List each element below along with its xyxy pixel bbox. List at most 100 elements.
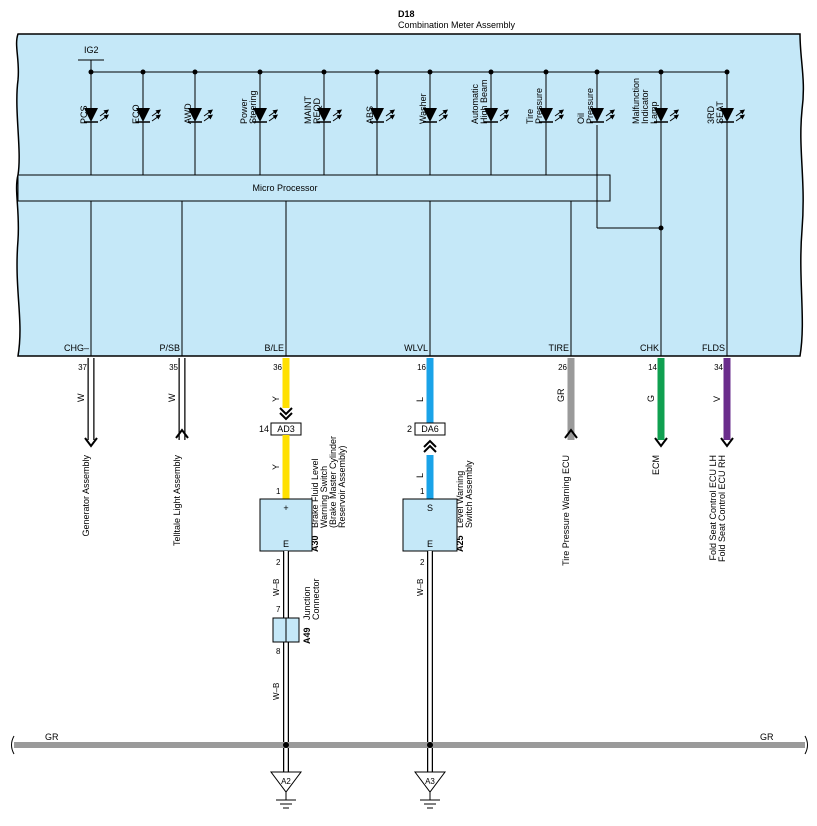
ground-point-a2: A2 (270, 771, 302, 809)
wire-wb-a25: W–B (416, 579, 425, 596)
a30-pin-out: 2 (276, 558, 281, 567)
meter-terminals: CHG– 37W Generator Assembly P/SB 35W Telltale… (64, 201, 734, 566)
wire-color: GR (556, 388, 566, 402)
ig2-label: IG2 (84, 45, 99, 55)
a30-pin-in: 1 (276, 487, 281, 496)
lamp-label: 3RD (706, 105, 716, 124)
destination-label: ECM (651, 455, 661, 475)
terminal-name: P/SB (159, 343, 180, 353)
a25-code: A25 (455, 535, 465, 552)
terminal-pin: 14 (648, 363, 657, 372)
ground-bus-label-left: GR (45, 732, 59, 742)
component-label: Brake Fluid Level (310, 458, 320, 528)
lamp-label: MAINT (303, 96, 313, 125)
terminal-name: CHG– (64, 343, 89, 353)
lamp-label: Pressure (585, 88, 595, 124)
lamp-label: ECO (131, 104, 141, 124)
component-label: Junction (302, 586, 312, 620)
terminal-name: WLVL (404, 343, 428, 353)
destination-label: Fold Seat Control ECU LH (708, 455, 718, 561)
terminal-name: TIRE (548, 343, 569, 353)
lamp-5: ABS (365, 69, 396, 175)
wire-color: G (646, 395, 656, 402)
wire-color: Y (271, 396, 281, 402)
wire-color: W (167, 393, 177, 402)
ground-a3-label: A3 (425, 777, 435, 786)
terminal-name: B/LE (264, 343, 284, 353)
destination-label: Tire Pressure Warning ECU (561, 455, 571, 566)
wire-color: V (712, 396, 722, 402)
terminal-pin: 16 (417, 363, 426, 372)
meter-name: Combination Meter Assembly (398, 20, 516, 30)
ad3-pin: 14 (259, 424, 269, 434)
lamp-label: Lamp (649, 101, 659, 124)
connector-ad3: AD3 14 (259, 407, 302, 436)
terminal-pin: 37 (78, 363, 87, 372)
ad3-label: AD3 (277, 424, 295, 434)
lamp-label: REQD (312, 97, 322, 124)
ground-a2-label: A2 (281, 777, 291, 786)
terminal-pin: 35 (169, 363, 178, 372)
lamp-6: Washer (418, 69, 449, 175)
a30-bottom: E (283, 539, 289, 549)
a25-pin-in: 1 (420, 487, 425, 496)
lamp-1: ECO (131, 69, 162, 175)
component-label: Level Warning (455, 471, 465, 528)
destination-label: Generator Assembly (81, 455, 91, 537)
lamp-label: Automatic (470, 83, 480, 124)
lamp-label: Pressure (534, 88, 544, 124)
lamp-label: Tire (525, 109, 535, 124)
terminal-0: CHG– 37W Generator Assembly (64, 201, 98, 537)
wire-color: W (76, 393, 86, 402)
wire-color: L (415, 397, 425, 402)
lamp-label: Power (239, 98, 249, 124)
connector-da6: DA6 2 (407, 422, 446, 453)
component-label: (Brake Master Cylinder (328, 436, 338, 528)
a25-pin-out: 2 (420, 558, 425, 567)
lamp-label: SEAT (715, 101, 725, 124)
a49-pin-out: 8 (276, 647, 281, 656)
a30-code: A30 (310, 535, 320, 552)
lamp-label: PCS (79, 105, 89, 124)
lamp-label: ABS (365, 106, 375, 124)
terminal-pin: 34 (714, 363, 723, 372)
micro-processor (17, 174, 611, 202)
lamp-label: Indicator (640, 89, 650, 124)
lamp-label: Malfunction (631, 78, 641, 124)
terminal-name: FLDS (702, 343, 725, 353)
meter-code: D18 (398, 9, 415, 19)
a49-code: A49 (302, 627, 312, 644)
ground-bus-label-right: GR (760, 732, 774, 742)
wire-wb-a49: W–B (272, 683, 281, 700)
terminal-1: P/SB 35W Telltale Light Assembly (159, 201, 189, 547)
component-label: Connector (311, 578, 321, 620)
destination-label: Telltale Light Assembly (172, 455, 182, 547)
wire-wb-a30: W–B (272, 579, 281, 596)
wire-y-lower: Y (271, 464, 281, 470)
a25-bottom: E (427, 539, 433, 549)
terminal-3: WLVL 16L (404, 201, 434, 423)
terminal-5: CHK 14G ECM (640, 343, 668, 475)
a30-top: + (283, 503, 288, 513)
terminal-name: CHK (640, 343, 659, 353)
micro-processor-label: Micro Processor (252, 183, 317, 193)
lamp-2: AWD (183, 69, 214, 175)
ground-point-a3: A3 (414, 771, 446, 809)
component-label: Warning Switch (319, 466, 329, 528)
lamp-label: Oil (576, 113, 586, 124)
lamp-label: Steering (248, 90, 258, 124)
